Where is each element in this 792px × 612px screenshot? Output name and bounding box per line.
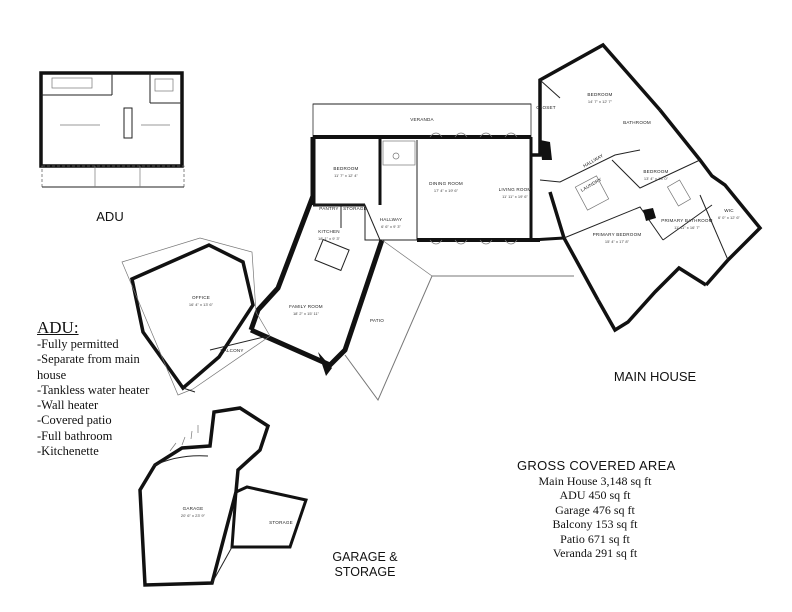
gross-area-list: Main House 3,148 sq ft ADU 450 sq ft Gar… [510, 474, 680, 560]
garage-plan [138, 406, 308, 587]
gross-area-title: GROSS COVERED AREA [517, 458, 676, 473]
hallway-label: HALLWAY [380, 217, 403, 222]
adu-plan [39, 71, 185, 188]
garage-room-label: GARAGE [183, 506, 204, 511]
adu-notes-list: -Fully permitted -Separate from main hou… [37, 337, 167, 459]
dining-label: DINING ROOM [429, 181, 463, 186]
gross-area-item: Veranda 291 sq ft [552, 546, 638, 561]
adu-note-item: -Kitchenette [37, 444, 99, 459]
living-dim: 11' 11" x 19' 6" [502, 194, 528, 199]
gross-area-item: ADU 450 sq ft [559, 488, 631, 503]
hallway-dim: 6' 6" x 9' 3" [381, 224, 401, 229]
adu-note-item: -Fully permitted [37, 337, 119, 351]
adu-note-item: -Full bathroom [37, 428, 113, 443]
kitchen-dim: 18' 1" x 9' 3" [318, 236, 341, 241]
primary-bath-label: PRIMARY BATHROOM [661, 218, 712, 223]
wic-dim: 6' 0" x 12' 6" [718, 215, 741, 220]
adu-notes-title: ADU: [37, 318, 79, 337]
room-labels: VERANDA BEDROOM 11' 7" x 12' 4" DINING R… [181, 92, 741, 525]
adu-note-item: -Wall heater [37, 398, 99, 413]
bedroom-left-label: BEDROOM [333, 166, 358, 171]
adu-note-item: -Tankless water heater [37, 382, 150, 397]
pantry-label: PANTRY [319, 206, 338, 211]
bedroom-right-dim: 13' 4" x 13' 0" [644, 176, 669, 181]
office-dim: 16' 4" x 13' 6" [189, 302, 214, 307]
dining-dim: 17' 4" x 19' 6" [434, 188, 459, 193]
garage-title-line2: STORAGE [335, 565, 396, 579]
adu-note-item: -Covered patio [37, 413, 112, 428]
main-house-plan [121, 42, 763, 401]
main-house-title: MAIN HOUSE [614, 369, 697, 384]
bedroom-top-label: BEDROOM [587, 92, 612, 97]
balcony-label: BALCONY [220, 348, 243, 353]
closet-label: CLOSET [536, 105, 556, 110]
family-dim: 18' 2" x 15' 11" [293, 311, 320, 316]
bedroom-right-label: BEDROOM [643, 169, 668, 174]
bedroom-left-dim: 11' 7" x 12' 4" [334, 173, 358, 178]
bedroom-top-dim: 14' 7" x 12' 7" [588, 99, 613, 104]
primary-bedroom-dim: 15' 4" x 17' 8" [605, 239, 630, 244]
adu-note-item: -Separate from main house [37, 352, 140, 382]
primary-bedroom-label: PRIMARY BEDROOM [593, 232, 642, 237]
laundry-label: LAUNDRY [580, 177, 603, 193]
family-label: FAMILY ROOM [289, 304, 323, 309]
living-label: LIVING ROOM [499, 187, 532, 192]
patio-label: PATIO [370, 318, 384, 323]
gross-area-item: Patio 671 sq ft [560, 531, 630, 546]
veranda-label: VERANDA [410, 117, 434, 122]
office-label: OFFICE [192, 295, 210, 300]
bathroom-label: BATHROOM [623, 120, 651, 125]
primary-bath-dim: 11' 11" x 16' 7" [674, 225, 700, 230]
wic-label: WIC [724, 208, 734, 213]
gross-area-item: Main House 3,148 sq ft [538, 474, 652, 488]
garage-title-line1: GARAGE & [332, 550, 398, 564]
adu-plan-title: ADU [96, 209, 123, 224]
kitchen-label: KITCHEN [318, 229, 340, 234]
gross-area-item: Balcony 153 sq ft [552, 517, 638, 532]
garage-room-dim: 20' 6" x 23' 9" [181, 513, 206, 518]
garage-storage-label: STORAGE [269, 520, 293, 525]
gross-area-item: Garage 476 sq ft [555, 502, 635, 517]
storage-label: STORAGE [343, 206, 367, 211]
